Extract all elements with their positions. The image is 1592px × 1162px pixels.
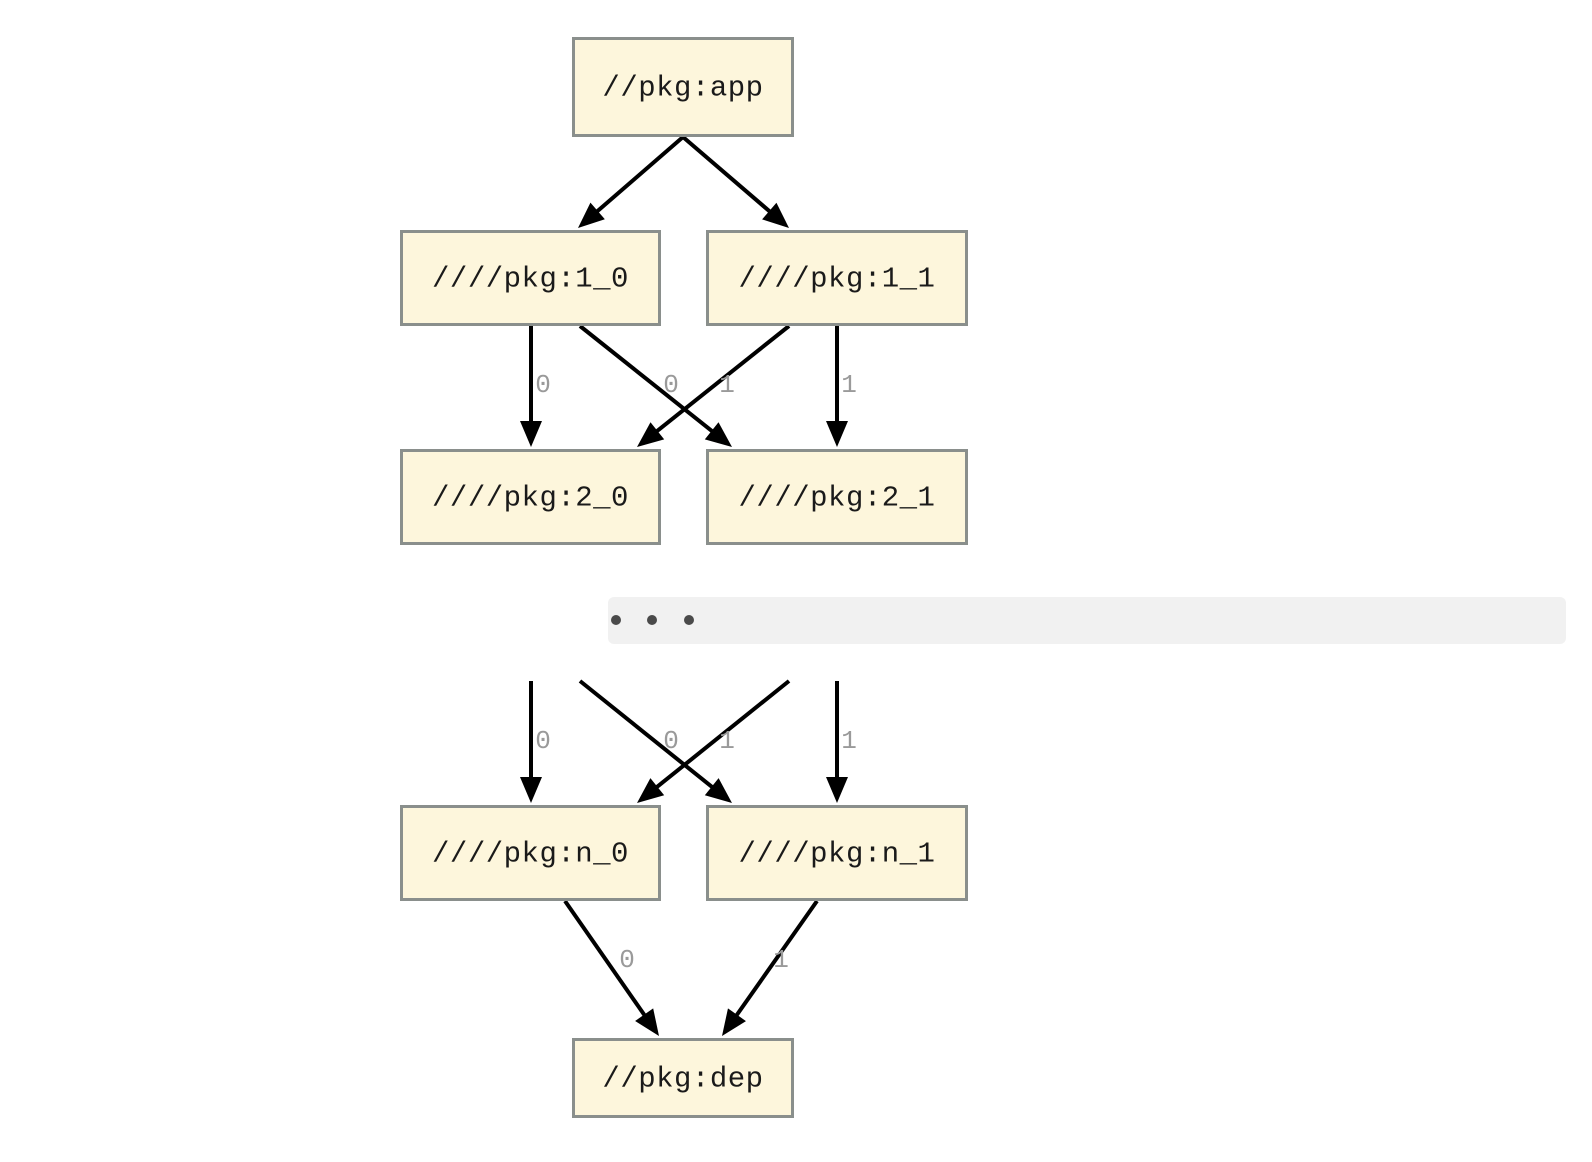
node-label: //pkg:dep <box>602 1063 763 1096</box>
edge: 0 <box>578 324 732 447</box>
graph-node-dep[interactable]: //pkg:dep <box>572 1038 794 1118</box>
edge-line <box>578 324 718 437</box>
edge-line <box>651 679 791 793</box>
nodes-layer: //pkg:app ////pkg:1_0 ////pkg:1_1 ////pkg:2… <box>400 37 968 1118</box>
edge-line <box>681 135 776 217</box>
graph-node-nn_0[interactable]: ////pkg:n_0 <box>400 805 661 901</box>
edge-line <box>591 135 685 217</box>
node-box[interactable] <box>706 230 968 326</box>
edge: 0 <box>578 679 732 803</box>
node-label: ////pkg:2_0 <box>432 482 629 515</box>
arrowhead-icon <box>635 1008 659 1036</box>
arrowhead-icon <box>722 1008 746 1036</box>
edge: 0 <box>520 681 551 803</box>
graph-node-app[interactable]: //pkg:app <box>572 37 794 137</box>
edge-line <box>563 899 650 1021</box>
ellipsis-dot <box>684 615 694 625</box>
edge: 0 <box>563 899 659 1036</box>
ellipsis-band <box>608 597 1566 644</box>
edge-label: 0 <box>535 726 551 756</box>
arrowhead-icon <box>704 778 732 803</box>
arrowhead-icon <box>578 202 605 228</box>
edge-label: 1 <box>719 370 735 400</box>
edge-label: 1 <box>719 726 735 756</box>
edge-label: 0 <box>663 370 679 400</box>
node-label: ////pkg:n_0 <box>432 838 629 871</box>
node-box[interactable] <box>400 449 661 545</box>
edge-label: 0 <box>535 370 551 400</box>
node-box[interactable] <box>572 1038 794 1118</box>
arrowhead-icon <box>637 422 665 447</box>
edge-line <box>651 324 791 437</box>
edge <box>578 135 685 228</box>
edge-label: 1 <box>773 945 789 975</box>
edges-layer: 0 0 1 1 0 0 1 1 0 1 <box>520 135 857 1036</box>
ellipsis-dot <box>647 615 657 625</box>
node-label: ////pkg:1_1 <box>739 263 936 296</box>
edge-label: 1 <box>841 726 857 756</box>
arrowhead-icon <box>826 777 848 803</box>
node-box[interactable] <box>706 805 968 901</box>
edge: 0 <box>520 326 551 447</box>
graph-node-nn_1[interactable]: ////pkg:n_1 <box>706 805 968 901</box>
node-box[interactable] <box>400 230 661 326</box>
node-label: ////pkg:1_0 <box>432 263 629 296</box>
ellipsis-separator <box>608 597 1566 644</box>
edge: 1 <box>826 326 857 447</box>
graph-node-n2_0[interactable]: ////pkg:2_0 <box>400 449 661 545</box>
node-label: //pkg:app <box>602 72 763 105</box>
arrowhead-icon <box>520 777 542 803</box>
node-box[interactable] <box>400 805 661 901</box>
graph-node-n1_0[interactable]: ////pkg:1_0 <box>400 230 661 326</box>
node-box[interactable] <box>572 37 794 137</box>
edge-label: 0 <box>619 945 635 975</box>
edge: 1 <box>722 899 819 1036</box>
graph-node-n1_1[interactable]: ////pkg:1_1 <box>706 230 968 326</box>
edge-line <box>731 899 819 1021</box>
node-box[interactable] <box>706 449 968 545</box>
arrowhead-icon <box>762 202 789 228</box>
edge: 1 <box>637 324 791 447</box>
edge: 1 <box>826 681 857 803</box>
arrowhead-icon <box>637 778 665 803</box>
edge-line <box>578 679 718 793</box>
edge <box>681 135 789 228</box>
ellipsis-dot <box>611 615 621 625</box>
node-label: ////pkg:2_1 <box>739 482 936 515</box>
arrowhead-icon <box>826 421 848 447</box>
edge-label: 0 <box>663 726 679 756</box>
edge-label: 1 <box>841 370 857 400</box>
arrowhead-icon <box>704 422 732 447</box>
graph-node-n2_1[interactable]: ////pkg:2_1 <box>706 449 968 545</box>
edge: 1 <box>637 679 791 803</box>
arrowhead-icon <box>520 421 542 447</box>
node-label: ////pkg:n_1 <box>739 838 936 871</box>
